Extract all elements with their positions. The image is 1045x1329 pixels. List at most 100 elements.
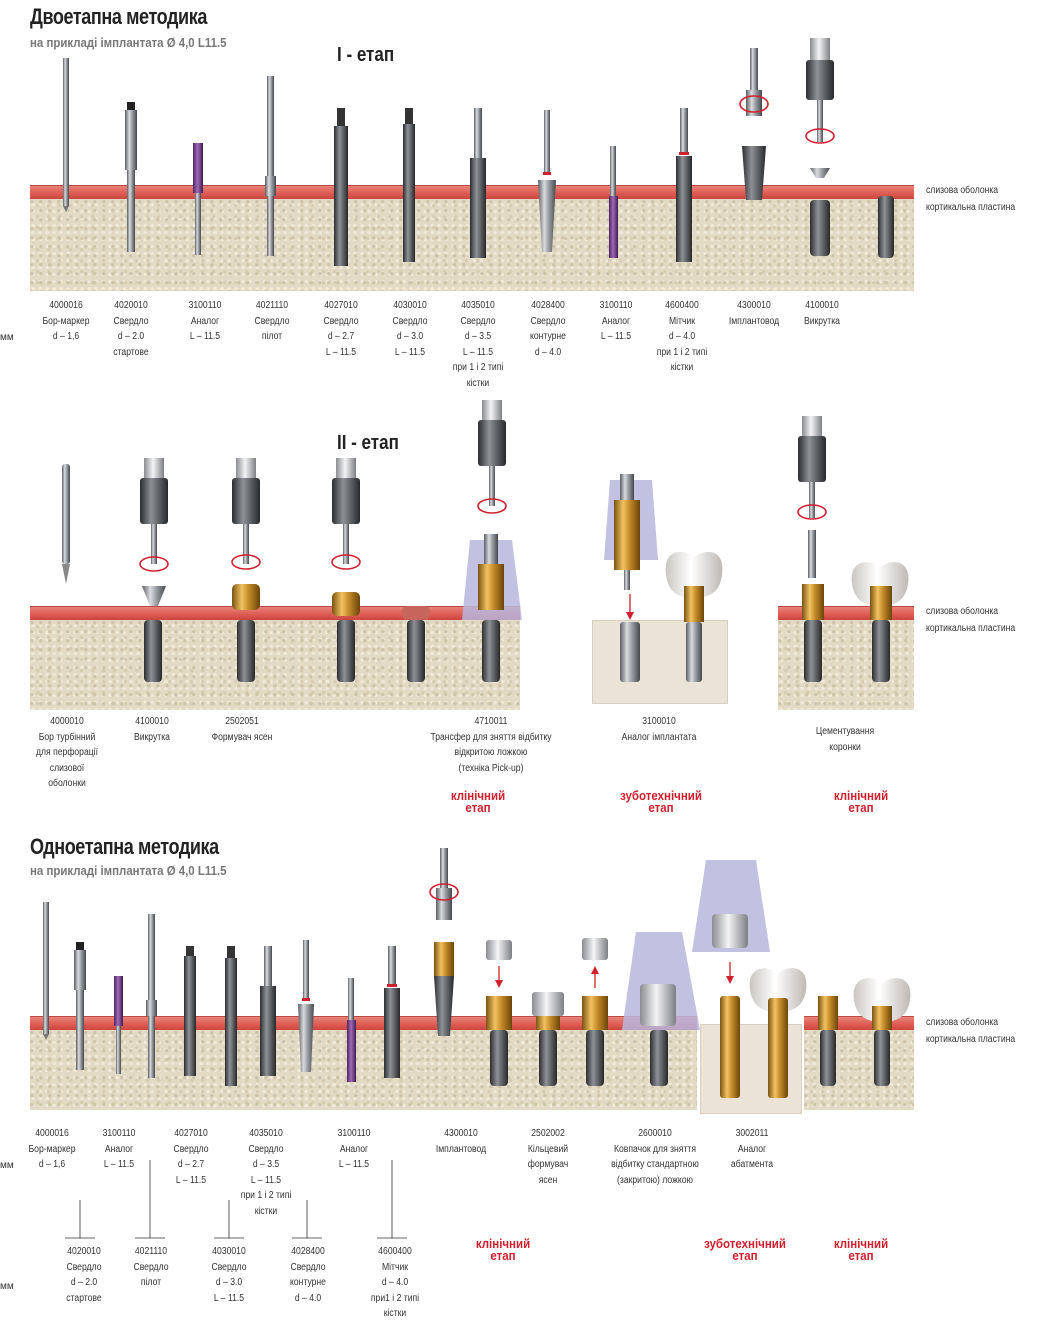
tool-description-line: L – 11.5: [213, 1292, 245, 1304]
tool-description-line: при 1 і 2 типі: [656, 346, 708, 358]
tool-description-line: контурне: [290, 1277, 326, 1288]
tool-description-line: L – 11.5: [394, 346, 426, 358]
mucosa-cortical-labels-one-stage: слизова оболонка кортикальна пластина: [926, 1014, 1015, 1048]
tool-description-line: L – 11.5: [462, 346, 494, 358]
tool-description-line: Свердло: [248, 1143, 284, 1155]
tool-description-line: коронки: [829, 741, 861, 753]
tool-description-line: контурне: [530, 331, 566, 342]
mucosa-cortical-labels-stage2: слизова оболонка кортикальна пластина: [926, 603, 1015, 637]
tool-description-line: d – 1,6: [38, 1159, 66, 1170]
tool-description-line: Трансфер для зняття відбитку: [430, 731, 552, 743]
tool-description-line: Свердло: [66, 1261, 102, 1273]
tool-description-line: d – 2.7: [327, 331, 355, 342]
screwdriver: [805, 38, 835, 256]
tap: [384, 946, 400, 1078]
tool-code: 4000016: [35, 1128, 69, 1139]
analog-purple-2: [609, 146, 618, 258]
tool-description-line: (закритою) ложкою: [617, 1174, 693, 1186]
tool-code: 2600010: [638, 1128, 672, 1139]
tool-description-line: пілот: [261, 331, 283, 342]
tool-description-line: кістки: [383, 1308, 407, 1319]
tool-description-line: для перфорації: [36, 747, 98, 758]
tool-description-line: Ковпачок для зняття: [614, 1143, 696, 1155]
one-stage-title: Одноетапна методика: [30, 834, 219, 859]
tool-description-line: d – 3.0: [215, 1277, 243, 1288]
tool-description-line: d – 1,6: [52, 331, 80, 342]
tool-description-line: L – 11.5: [103, 1159, 135, 1170]
turbine-bur: [62, 464, 70, 584]
gum-layer: [30, 1016, 697, 1031]
tap: [676, 108, 692, 262]
tool-description-line: слизової: [49, 762, 85, 774]
tool-description-line: Аналог: [104, 1143, 134, 1155]
tool-code: 4030010: [393, 300, 427, 311]
tool-description-line: Формувач ясен: [211, 731, 273, 743]
tool-description-line: d – 3.5: [252, 1159, 280, 1170]
tool-description-line: Бор-маркер: [28, 1143, 76, 1155]
analog-purple-2: [347, 978, 356, 1082]
tool-code: 2502002: [531, 1128, 565, 1139]
tool-description-line: Аналог: [601, 315, 631, 327]
tool-description-line: стартове: [66, 1292, 102, 1304]
gum-layer: [30, 606, 520, 621]
mm-unit: мм: [0, 1160, 14, 1171]
tool-description-line: Бор-маркер: [42, 315, 90, 327]
tool-description-line: формувач: [527, 1159, 569, 1170]
tool-description-line: (техніка Pick-up): [458, 762, 524, 774]
tool-description-line: стартове: [113, 346, 149, 358]
tool-code: 4300010: [737, 300, 771, 311]
tool-code: 4000010: [50, 716, 84, 727]
tool-code: 4020010: [114, 300, 148, 311]
lab-transfer-with-analog: [604, 474, 658, 682]
implant-driver: [429, 848, 459, 1036]
drill-3-0: [225, 946, 237, 1086]
tool-code: 3100010: [642, 716, 676, 727]
tool-description-line: Свердло: [392, 315, 428, 327]
mucosa-label: слизова оболонка: [926, 606, 999, 617]
tool-code: 3002011: [735, 1128, 769, 1139]
tool-description-line: d – 3.5: [464, 331, 492, 342]
final-crown: [853, 978, 911, 1086]
tool-code: 4027010: [324, 300, 358, 311]
tool-description-line: Мітчик: [381, 1261, 409, 1273]
tool-description-line: відбитку стандартною: [611, 1159, 699, 1170]
tool-description-line: d – 2.0: [70, 1277, 98, 1288]
analog-purple: [114, 976, 123, 1074]
tool-description-line: d – 4.0: [381, 1277, 409, 1288]
healing-abutment: [331, 458, 361, 682]
crown-on-abutment-analog: [749, 968, 807, 1098]
starter-drill: [74, 942, 86, 1070]
tool-description-line: L – 11.5: [250, 1174, 282, 1186]
mm-unit: мм: [0, 1281, 14, 1292]
tool-description-line: при 1 і 2 типі: [452, 362, 504, 373]
tool-description-line: при 1 і 2 типі: [240, 1190, 292, 1201]
cortical-label: кортикальна пластина: [926, 623, 1016, 634]
tool-code: 4600400: [665, 300, 699, 311]
drill-3-0: [403, 108, 415, 262]
tool-description-line: кістки: [254, 1205, 278, 1217]
implant-driver: [739, 48, 769, 200]
tool-code: 3100110: [599, 300, 633, 311]
screwdriver: [139, 458, 169, 682]
tool-description-line: абатмента: [730, 1159, 774, 1170]
